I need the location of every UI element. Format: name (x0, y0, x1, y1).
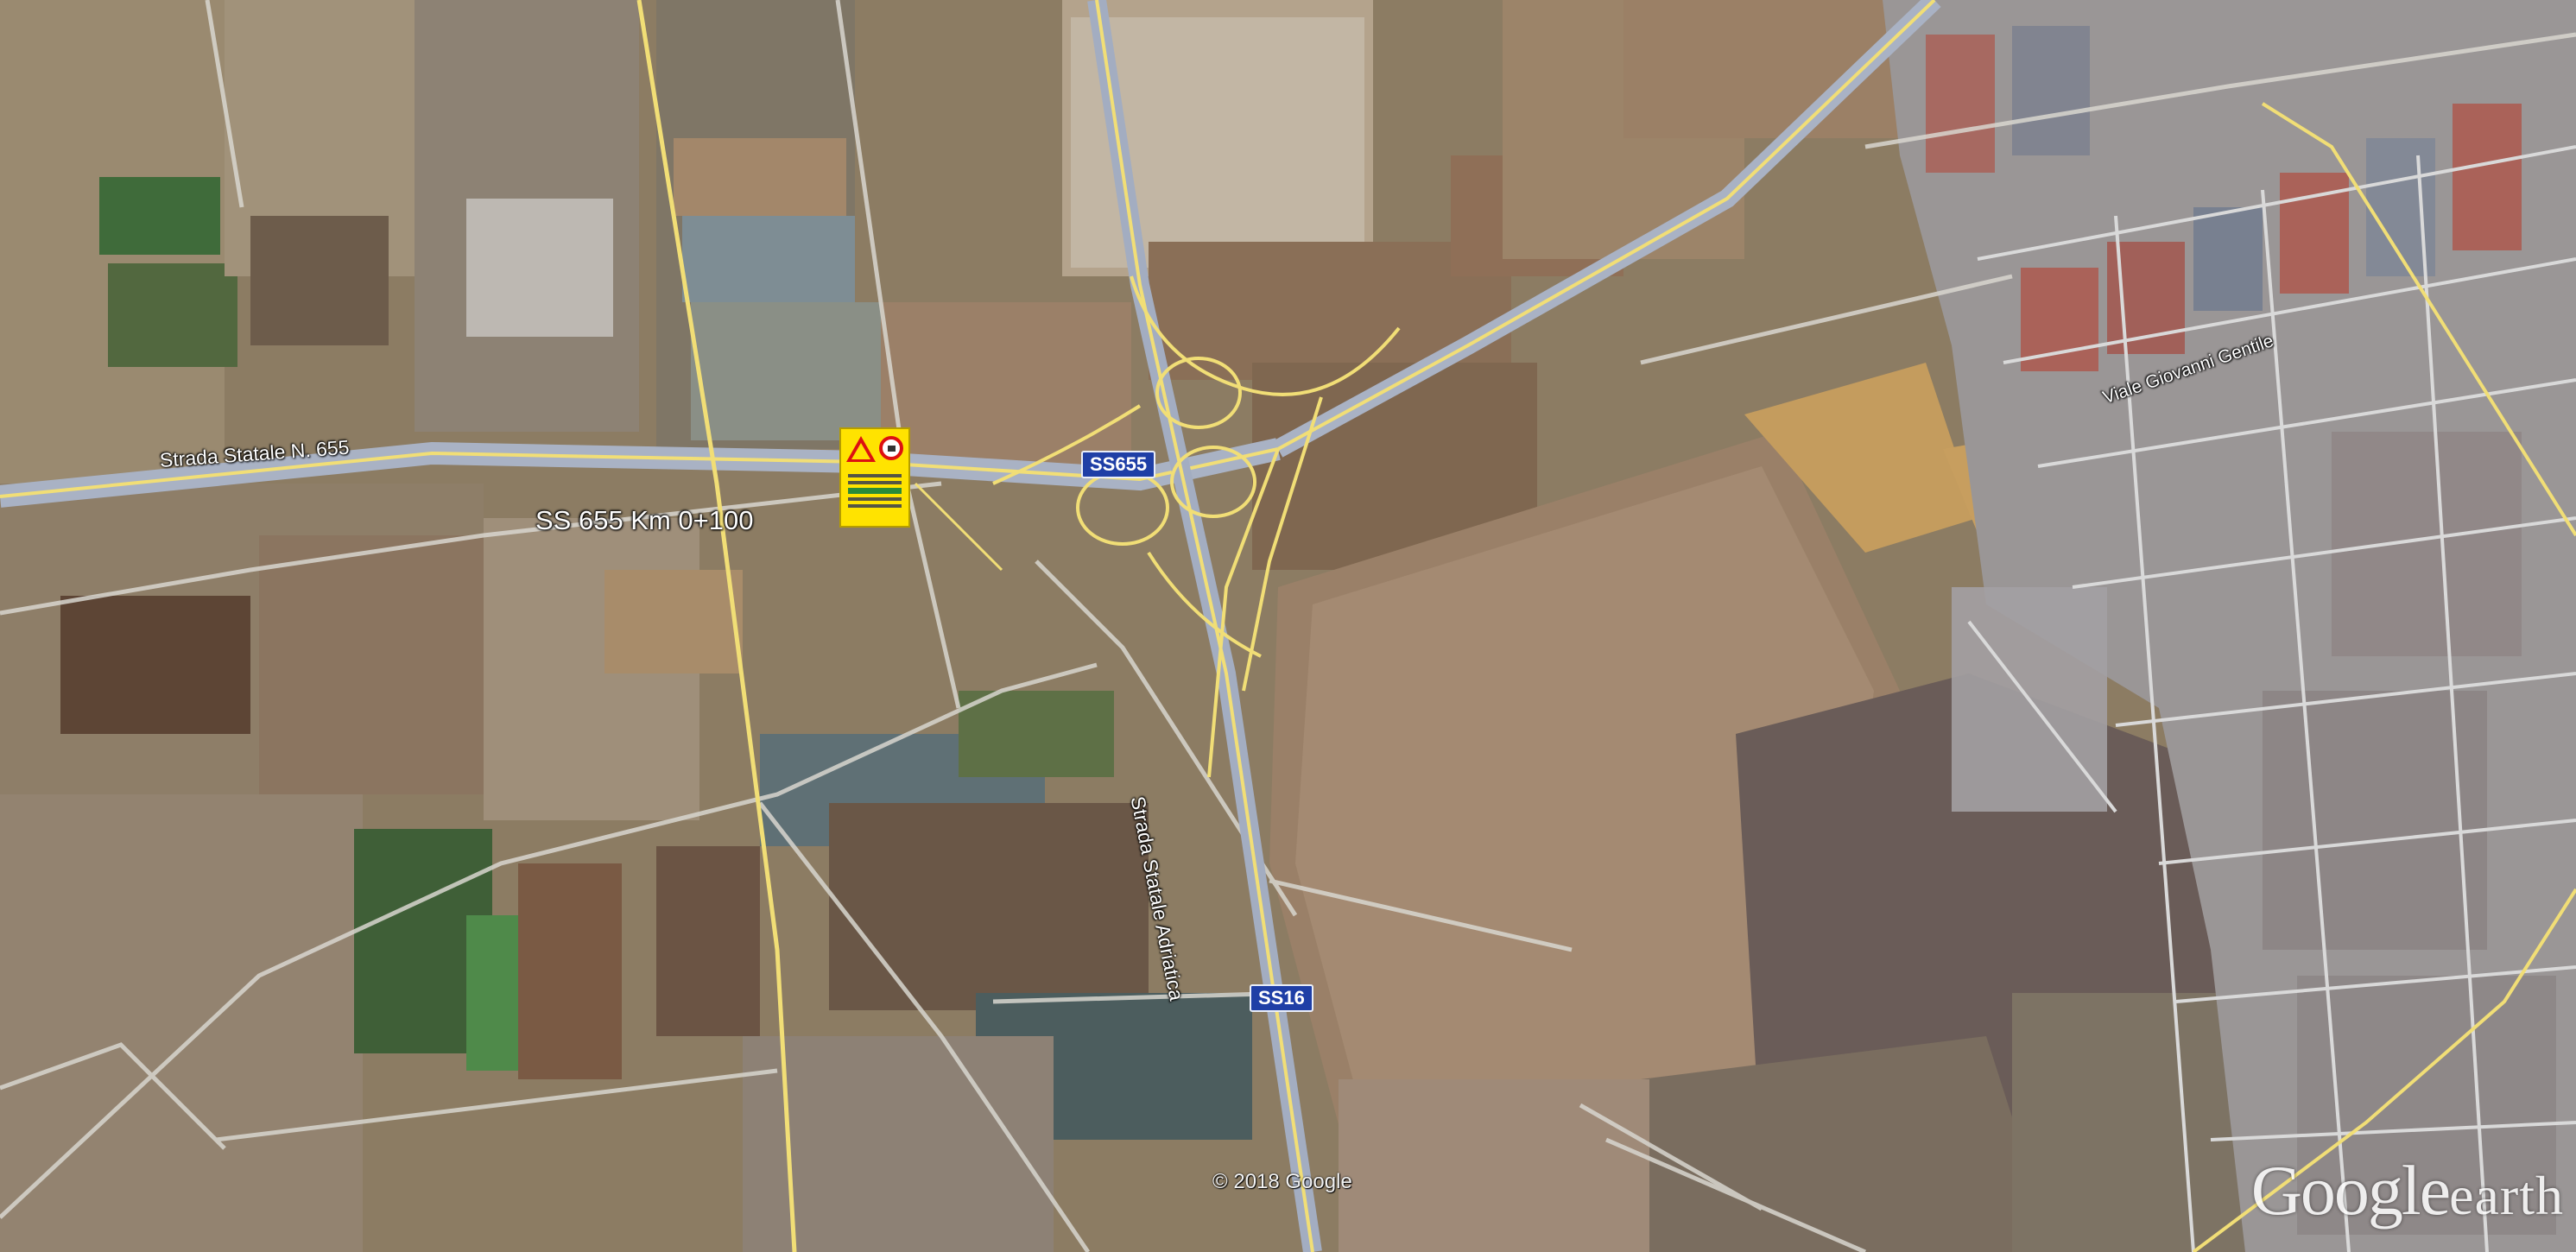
urban-streets (1967, 145, 2576, 1252)
google-earth-logo: Googleearth (2251, 1150, 2564, 1231)
location-label: SS 655 Km 0+100 (535, 505, 754, 535)
fields-east (881, 0, 2271, 1252)
ss655-shield: SS655 (1081, 451, 1156, 478)
urban-area (1883, 0, 2576, 1252)
sign-text-lines (848, 471, 902, 511)
interchange-loops (992, 275, 1401, 658)
warning-triangle-icon (846, 436, 876, 462)
ss16-shield: SS16 (1250, 984, 1313, 1012)
logo-google-text: Google (2250, 1151, 2451, 1230)
logo-earth-text: earth (2449, 1165, 2564, 1226)
fields-west (0, 0, 1252, 1252)
roadwork-sign-placemark[interactable] (839, 427, 910, 528)
no-overtaking-icon (879, 436, 903, 460)
copyright-text: © 2018 Google (1212, 1170, 1352, 1193)
